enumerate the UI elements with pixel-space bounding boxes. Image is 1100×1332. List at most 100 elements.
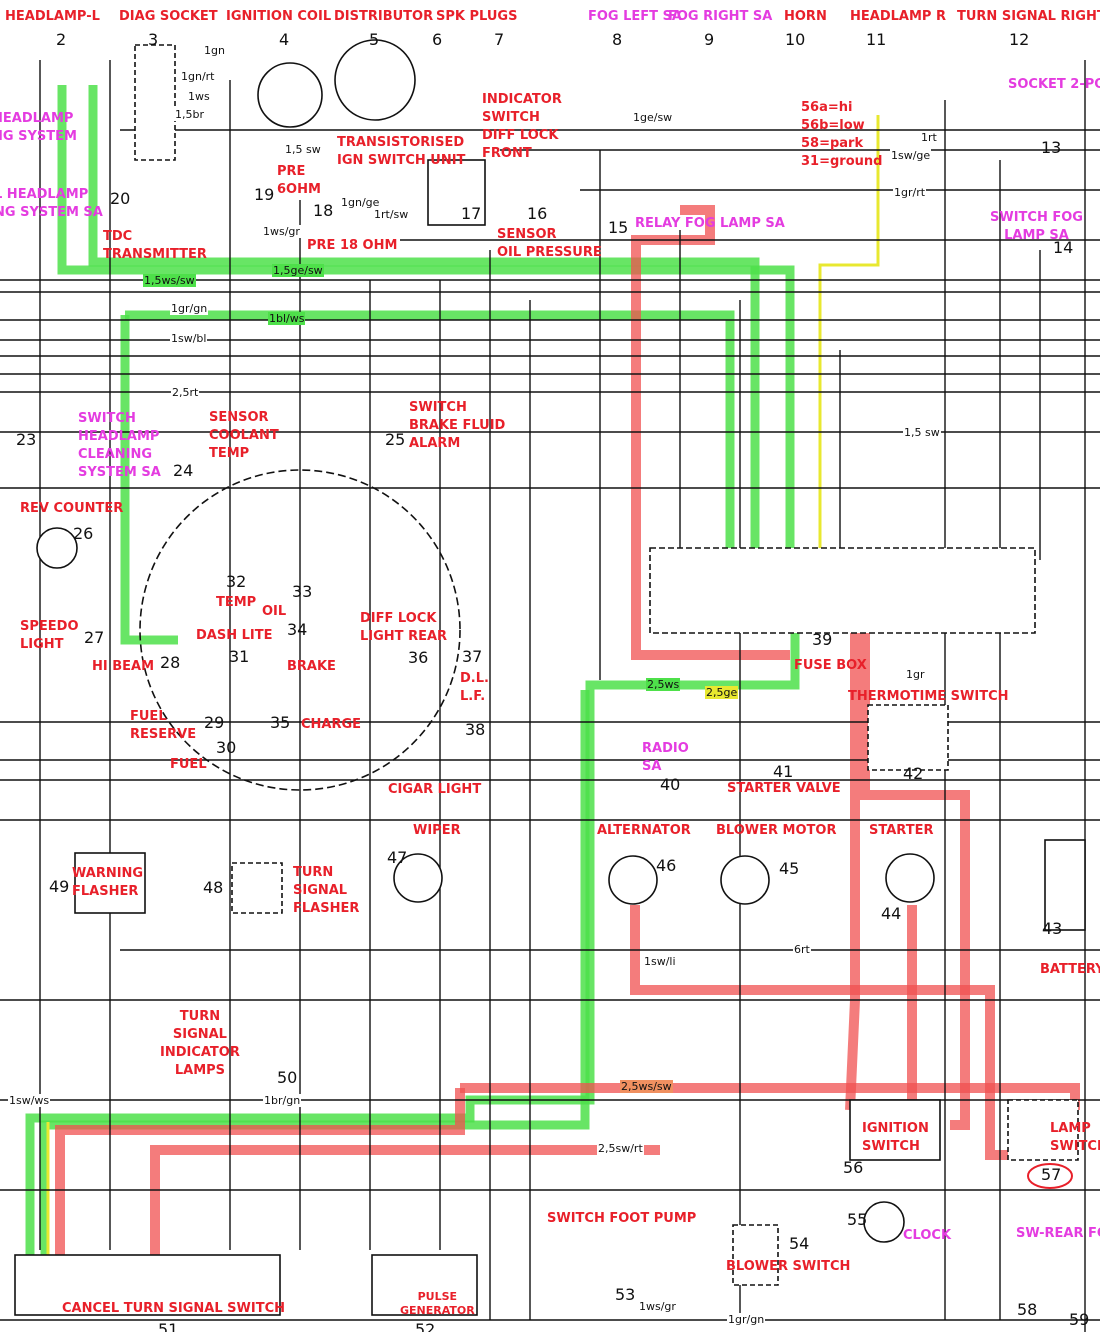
ignition-switch-shape	[849, 1099, 941, 1161]
label-socket-2pol: SOCKET 2-PO	[1008, 77, 1100, 92]
label-tdc: TDC TRANSMITTER	[103, 229, 207, 262]
title-fog-left: FOG LEFT SA	[588, 9, 682, 24]
wire-label: 2,5rt	[171, 386, 200, 399]
wire-label: 2,5ge	[705, 686, 739, 699]
num-41: 41	[773, 762, 794, 781]
blower-switch-shape	[732, 1224, 779, 1286]
title-ignition-coil: IGNITION COIL	[226, 9, 332, 24]
num-42: 42	[903, 764, 924, 783]
instrument-cluster-frame	[139, 469, 461, 791]
label-ignition-switch: IGNITION SWITCH	[862, 1121, 929, 1154]
wire-label: 1ws/gr	[262, 225, 301, 238]
label-thermotime: THERMOTIME SWITCH	[848, 689, 1009, 704]
num-31: 31	[229, 647, 250, 666]
wire-label: 1,5br	[174, 108, 205, 121]
label-blower-motor: BLOWER MOTOR	[716, 823, 837, 838]
label-rev-counter: REV COUNTER	[20, 501, 124, 516]
num-27: 27	[84, 628, 105, 647]
num-48: 48	[203, 878, 224, 897]
num-5: 5	[369, 30, 380, 49]
title-spk-plugs: SPK PLUGS	[436, 9, 518, 24]
num-8: 8	[612, 30, 623, 49]
wire-label: 2,5ws/sw	[620, 1080, 673, 1093]
label-turn-indicator-lamps: TURN SIGNAL INDICATOR LAMPS	[160, 1009, 240, 1078]
label-fuse-box: FUSE BOX	[794, 658, 867, 673]
num-11: 11	[866, 30, 887, 49]
wire-label: 1,5ge/sw	[272, 264, 324, 277]
wire-label: 6rt	[793, 943, 811, 956]
wire-label: 1gn/rt	[180, 70, 216, 83]
num-45: 45	[779, 859, 800, 878]
num-35: 35	[270, 713, 291, 732]
ignition-coil-shape	[257, 62, 323, 128]
num-4: 4	[279, 30, 290, 49]
title-headlamp-left: HEADLAMP-L	[5, 9, 100, 24]
wire-label: 1,5 sw	[284, 143, 322, 156]
wire-label: 1gr	[905, 668, 926, 681]
wire-label: 1bl/ws	[268, 312, 306, 325]
label-switch-headlamp-cleaning: SWITCH HEADLAMP CLEANING SYSTEM SA	[78, 411, 161, 480]
wire-label: 1sw/bl	[170, 332, 208, 345]
label-clock: CLOCK	[903, 1228, 952, 1243]
label-indicator-switch: INDICATOR SWITCH DIFF LOCK FRONT	[482, 92, 562, 161]
component-shapes	[14, 39, 1086, 1316]
label-alternator: ALTERNATOR	[597, 823, 691, 838]
label-transistorised: TRANSISTORISED IGN SWITCH UNIT	[337, 135, 466, 168]
label-sw-rear-fog: SW-REAR FO	[1016, 1226, 1100, 1241]
num-49: 49	[49, 877, 70, 896]
wire-label: 1,5ws/sw	[143, 274, 196, 287]
num-39: 39	[812, 630, 833, 649]
annotation-circle-57	[1027, 1163, 1073, 1189]
wire-label: 1sw/ws	[8, 1094, 51, 1107]
num-50: 50	[277, 1068, 298, 1087]
blower-motor-shape	[720, 855, 770, 905]
label-battery: BATTERY	[1040, 962, 1100, 977]
wire-label: 1br/gn	[263, 1094, 302, 1107]
wire-label: 1sw/li	[643, 955, 677, 968]
label-warning-flasher: WARNING FLASHER	[72, 866, 144, 899]
num-54: 54	[789, 1234, 810, 1253]
label-pulse-generator: PULSE GENERATOR	[400, 1290, 475, 1317]
num-30: 30	[216, 738, 237, 757]
num-14: 14	[1053, 238, 1074, 257]
num-23: 23	[16, 430, 37, 449]
wire-label: 1gn/ge	[340, 196, 381, 209]
warning-flasher-shape	[74, 852, 146, 914]
wire-label: 1gr/rt	[893, 186, 927, 199]
num-51: 51	[158, 1320, 179, 1332]
wire-label: 1gn	[203, 44, 226, 57]
wire-label: 1sw/ge	[890, 149, 932, 162]
label-fuel: FUEL	[170, 757, 207, 772]
battery-shape	[1044, 839, 1086, 931]
wire-label: 1rt/sw	[373, 208, 410, 221]
diag-socket-shape	[134, 44, 176, 161]
distributor-shape	[334, 39, 416, 121]
num-13: 13	[1041, 138, 1062, 157]
label-dl-lf: D.L. L.F.	[460, 671, 489, 704]
cancel-turn-switch-shape	[14, 1254, 281, 1316]
num-37: 37	[462, 647, 483, 666]
num-53: 53	[615, 1285, 636, 1304]
turn-signal-flasher-shape	[231, 862, 283, 914]
clock-shape	[863, 1201, 905, 1243]
num-25: 25	[385, 430, 406, 449]
label-blower-switch: BLOWER SWITCH	[726, 1259, 851, 1274]
pulse-generator-shape	[371, 1254, 478, 1316]
label-temp: TEMP	[216, 595, 257, 610]
wire-label: 1ws/gr	[638, 1300, 677, 1313]
num-36: 36	[408, 648, 429, 667]
label-sensor-oil: SENSOR OIL PRESSURE	[497, 227, 602, 260]
num-12: 12	[1009, 30, 1030, 49]
num-52: 52	[415, 1320, 436, 1332]
label-cancel-turn-signal: CANCEL TURN SIGNAL SWITCH	[62, 1301, 285, 1316]
label-oil: OIL	[262, 604, 287, 619]
fuse-box-frame	[649, 547, 1036, 634]
alternator-shape	[608, 855, 658, 905]
label-hi-beam: HI BEAM	[92, 659, 155, 674]
label-switch-brake: SWITCH BRAKE FLUID ALARM	[409, 400, 506, 451]
label-turn-signal-flasher: TURN SIGNAL FLASHER	[293, 865, 360, 916]
label-charge: CHARGE	[301, 717, 362, 732]
num-3: 3	[148, 30, 159, 49]
label-lamp-switch: LAMP SWITCH	[1050, 1121, 1100, 1154]
label-brake: BRAKE	[287, 659, 336, 674]
